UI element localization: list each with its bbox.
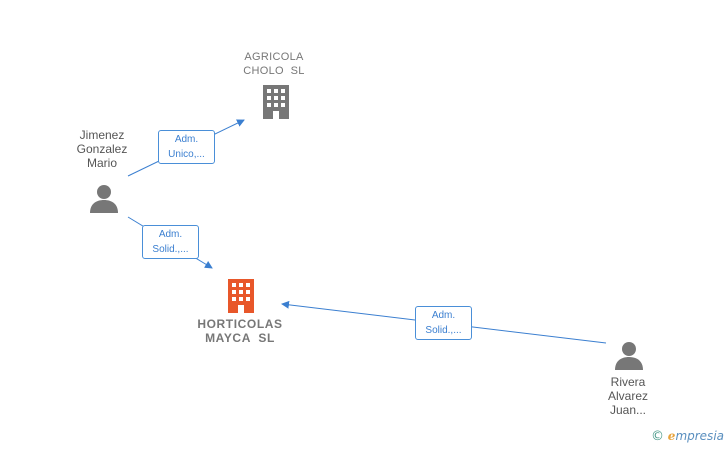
edge-label-line: Unico,... xyxy=(168,149,205,160)
edge-label-line: Adm. xyxy=(431,310,456,321)
brand-watermark: © empresia xyxy=(651,429,724,444)
edge-label-line: Adm. xyxy=(158,229,183,240)
edge-label-jimenez-horticolas[interactable]: Adm. Solid.,... xyxy=(142,225,199,259)
brand-logo-initial: e xyxy=(667,429,676,443)
edge-label-rivera-horticolas[interactable]: Adm. Solid.,... xyxy=(415,306,472,340)
edge-label-line: Solid.,... xyxy=(425,325,462,336)
node-label-line: HORTICOLAS xyxy=(197,317,283,331)
node-label-line: Alvarez xyxy=(607,389,648,403)
node-label-horticolas: HORTICOLAS MAYCA SL xyxy=(180,317,300,345)
edge-label-line: Solid.,... xyxy=(152,244,189,255)
node-label-line: Rivera xyxy=(610,375,646,389)
person-icon[interactable] xyxy=(614,340,644,370)
node-label-agricola: AGRICOLA CHOLO SL xyxy=(224,50,324,78)
building-icon[interactable] xyxy=(225,277,257,313)
node-label-line: MAYCA SL xyxy=(205,331,275,345)
edge-label-jimenez-agricola[interactable]: Adm. Unico,... xyxy=(158,130,215,164)
node-label-line: CHOLO SL xyxy=(243,65,305,77)
node-label-line: Mario xyxy=(86,156,117,170)
edge-label-line: Adm. xyxy=(174,134,199,145)
building-icon[interactable] xyxy=(260,83,292,119)
node-label-line: AGRICOLA xyxy=(244,51,304,63)
node-label-line: Jimenez xyxy=(79,128,125,142)
person-icon[interactable] xyxy=(89,183,119,213)
brand-logo-name: mpresia xyxy=(675,429,724,443)
copyright-icon: © xyxy=(650,429,664,444)
node-label-rivera: Rivera Alvarez Juan... xyxy=(590,375,666,417)
node-label-line: Juan... xyxy=(609,403,647,417)
node-label-line: Gonzalez xyxy=(76,142,128,156)
node-label-jimenez: Jimenez Gonzalez Mario xyxy=(60,128,144,170)
